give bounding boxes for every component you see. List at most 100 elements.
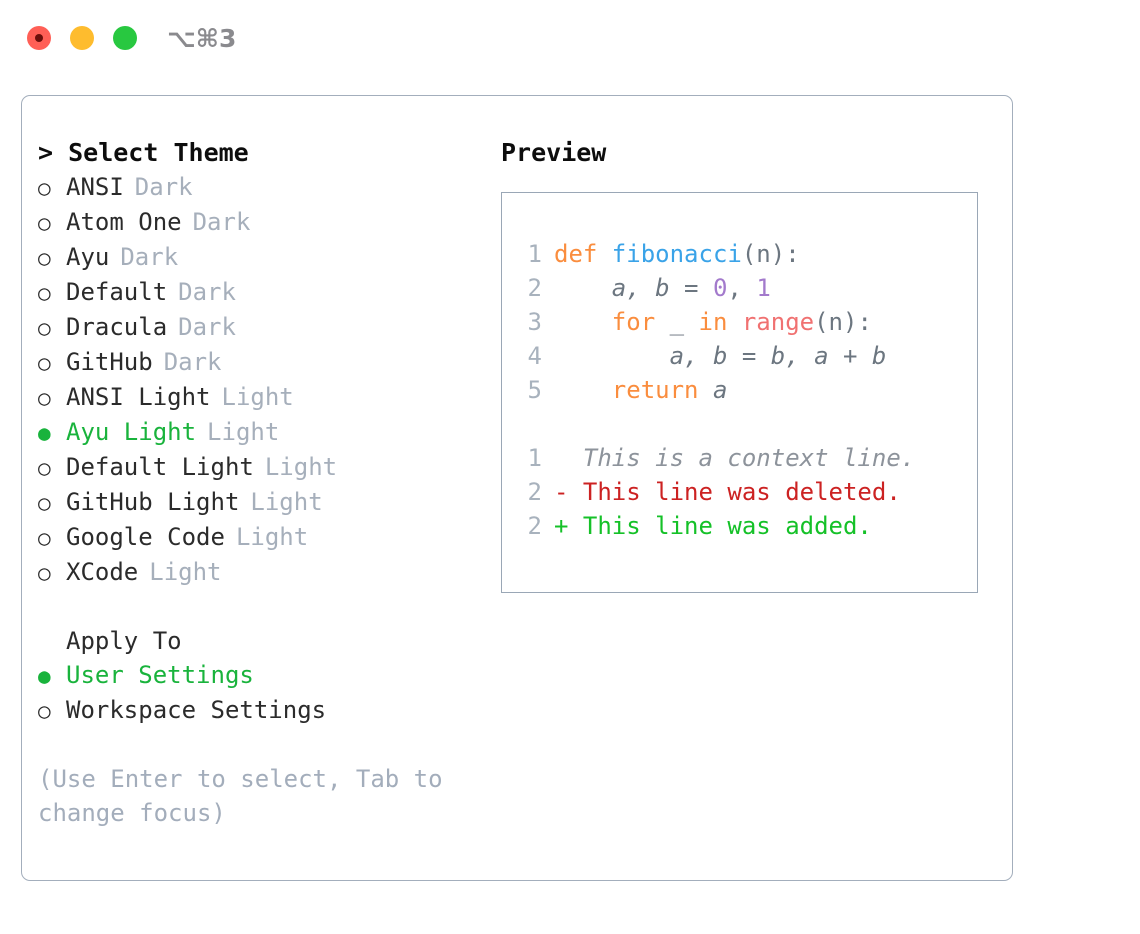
theme-variant-tag: Light — [221, 383, 294, 411]
radio-unselected-icon: ○ — [38, 281, 51, 305]
line-number: 5 — [527, 376, 542, 404]
theme-variant-tag: Dark — [120, 243, 179, 271]
theme-name: GitHub — [66, 348, 153, 376]
code-line: 4 a, b = b, a + b — [516, 339, 977, 373]
code-token: (n): — [741, 240, 800, 268]
theme-variant-tag: Dark — [134, 173, 193, 201]
radio-unselected-icon: ○ — [38, 386, 51, 410]
theme-option-default[interactable]: ○ Default Dark — [38, 275, 478, 310]
theme-option-ayu[interactable]: ○ Ayu Dark — [38, 240, 478, 275]
theme-name: ANSI — [66, 173, 124, 201]
radio-unselected-icon: ○ — [38, 456, 51, 480]
apply-to-option-workspace-settings[interactable]: ○ Workspace Settings — [38, 693, 478, 728]
theme-variant-tag: Light — [250, 488, 323, 516]
theme-name: Ayu — [66, 243, 110, 271]
theme-option-ansi[interactable]: ○ ANSI Dark — [38, 170, 478, 205]
apply-to-option-user-settings[interactable]: ● User Settings — [38, 658, 478, 693]
spacer — [516, 407, 977, 441]
theme-option-github[interactable]: ○ GitHub Dark — [38, 345, 478, 380]
radio-unselected-icon: ○ — [38, 211, 51, 235]
code-token: b, a + b — [770, 342, 887, 370]
radio-unselected-icon: ○ — [38, 246, 51, 270]
theme-option-atom-one[interactable]: ○ Atom One Dark — [38, 205, 478, 240]
radio-unselected-icon: ○ — [38, 316, 51, 340]
theme-name: Default — [66, 278, 168, 306]
theme-variant-tag: Dark — [163, 348, 222, 376]
code-line: 3 for _ in range(n): — [516, 305, 977, 339]
theme-variant-tag: Dark — [192, 208, 251, 236]
minimize-window-button[interactable] — [70, 26, 94, 50]
line-number: 2 — [527, 512, 542, 540]
code-token: , — [727, 274, 757, 302]
code-token: in — [698, 308, 742, 336]
radio-unselected-icon: ○ — [38, 526, 51, 550]
code-token: fibonacci — [611, 240, 742, 268]
theme-name: Dracula — [66, 313, 168, 341]
line-number: 2 — [527, 274, 542, 302]
theme-option-google-code[interactable]: ○ Google Code Light — [38, 520, 478, 555]
theme-name: Google Code — [66, 523, 225, 551]
theme-name: Ayu Light — [66, 418, 197, 446]
radio-unselected-icon: ○ — [38, 176, 51, 200]
diff-text: + This line was added. — [554, 512, 872, 540]
radio-selected-icon: ● — [38, 421, 51, 445]
code-token: return — [554, 376, 713, 404]
maximize-window-button[interactable] — [113, 26, 137, 50]
code-token: range — [741, 308, 815, 336]
code-token: (n): — [814, 308, 872, 336]
theme-variant-tag: Light — [264, 453, 338, 481]
close-window-button[interactable] — [27, 26, 51, 50]
diff-line: 1 This is a context line. — [516, 441, 977, 475]
theme-option-github-light[interactable]: ○ GitHub Light Light — [38, 485, 478, 520]
theme-variant-tag: Dark — [178, 278, 236, 306]
theme-name: GitHub Light — [66, 488, 240, 516]
code-token: _ — [669, 308, 699, 336]
title-bar: ⌥⌘3 — [0, 0, 1140, 78]
radio-unselected-icon: ○ — [38, 561, 51, 585]
keyboard-hint-text: (Use Enter to select, Tab to change focu… — [38, 765, 458, 827]
radio-unselected-icon: ○ — [38, 491, 51, 515]
line-number: 3 — [527, 308, 542, 336]
code-token: = — [741, 342, 771, 370]
theme-option-dracula[interactable]: ○ Dracula Dark — [38, 310, 478, 345]
code-token: for — [554, 308, 670, 336]
theme-name: Atom One — [66, 208, 182, 236]
diff-line: 2- This line was deleted. — [516, 475, 977, 509]
apply-to-option-list[interactable]: ● User Settings ○ Workspace Settings — [38, 658, 478, 728]
theme-option-xcode[interactable]: ○ XCode Light — [38, 555, 478, 590]
theme-variant-tag: Dark — [178, 313, 236, 341]
theme-variant-tag: Light — [207, 418, 280, 446]
radio-unselected-icon: ○ — [38, 699, 51, 723]
code-token: 1 — [756, 274, 771, 302]
theme-option-ayu-light[interactable]: ● Ayu Light Light — [38, 415, 478, 450]
line-number: 4 — [527, 342, 542, 370]
radio-unselected-icon: ○ — [38, 351, 51, 375]
theme-variant-tag: Light — [149, 558, 222, 586]
diff-text: This is a context line. — [554, 444, 916, 472]
apply-to-header: Apply To — [66, 627, 182, 655]
code-line: 5 return a — [516, 373, 977, 407]
apply-to-label: User Settings — [66, 661, 254, 689]
keyboard-shortcut-label: ⌥⌘3 — [167, 24, 237, 53]
code-token: a — [712, 376, 728, 404]
code-token: = — [684, 274, 713, 302]
theme-variant-tag: Light — [235, 523, 309, 551]
preview-header: Preview — [501, 138, 607, 167]
diff-text: - This line was deleted. — [554, 478, 901, 506]
theme-name: XCode — [66, 558, 139, 586]
diff-sample: 1 This is a context line.2- This line wa… — [516, 441, 977, 543]
apply-to-label: Workspace Settings — [66, 696, 327, 724]
select-theme-header: > Select Theme — [38, 138, 249, 167]
code-token: def — [554, 240, 612, 268]
code-token: a, b — [554, 342, 742, 370]
radio-selected-icon: ● — [38, 664, 51, 688]
